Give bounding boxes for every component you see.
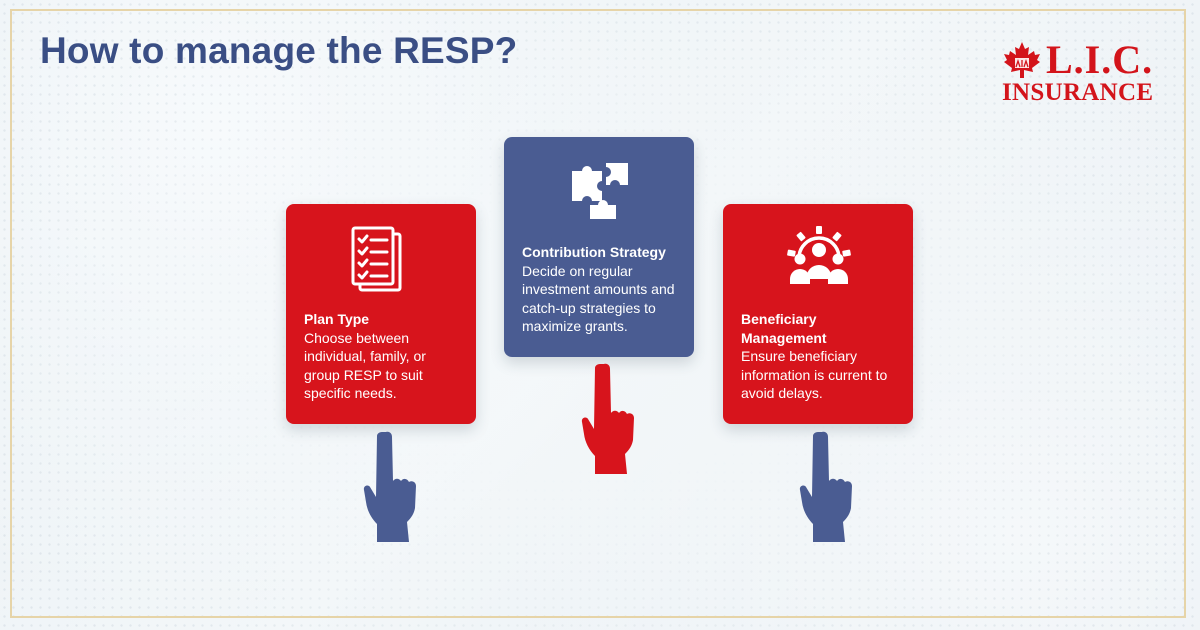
- card-text: Plan Type Choose between individual, fam…: [304, 310, 462, 403]
- card-plan-type: Plan Type Choose between individual, fam…: [286, 204, 476, 424]
- card-text: Contribution Strategy Decide on regular …: [522, 243, 680, 336]
- pointing-hand-icon: [363, 431, 416, 542]
- card-description: Choose between individual, family, or gr…: [304, 329, 426, 402]
- card-description: Decide on regular investment amounts and…: [522, 262, 675, 335]
- team-gear-icon: [787, 226, 851, 284]
- gold-frame: [10, 9, 1186, 618]
- card-heading: Plan Type: [304, 311, 370, 327]
- lic-logo: L.I.C. INSURANCE: [1000, 40, 1160, 106]
- card-description: Ensure beneficiary information is curren…: [741, 348, 888, 401]
- logo-text-insurance: INSURANCE: [1002, 79, 1154, 106]
- card-heading: Beneficiary Management: [741, 311, 827, 346]
- logo-text-lic: L.I.C.: [1046, 37, 1154, 82]
- maple-leaf-icon: [1004, 42, 1040, 78]
- card-heading: Contribution Strategy: [522, 244, 666, 260]
- checklist-icon: [351, 226, 402, 292]
- pointing-hand-icon: [799, 431, 852, 542]
- pointing-hand-icon: [581, 363, 634, 474]
- puzzle-icon: [572, 163, 628, 219]
- card-contribution-strategy: Contribution Strategy Decide on regular …: [504, 137, 694, 357]
- page-title: How to manage the RESP?: [40, 30, 518, 71]
- card-text: Beneficiary Management Ensure beneficiar…: [741, 310, 899, 403]
- card-beneficiary-management: Beneficiary Management Ensure beneficiar…: [723, 204, 913, 424]
